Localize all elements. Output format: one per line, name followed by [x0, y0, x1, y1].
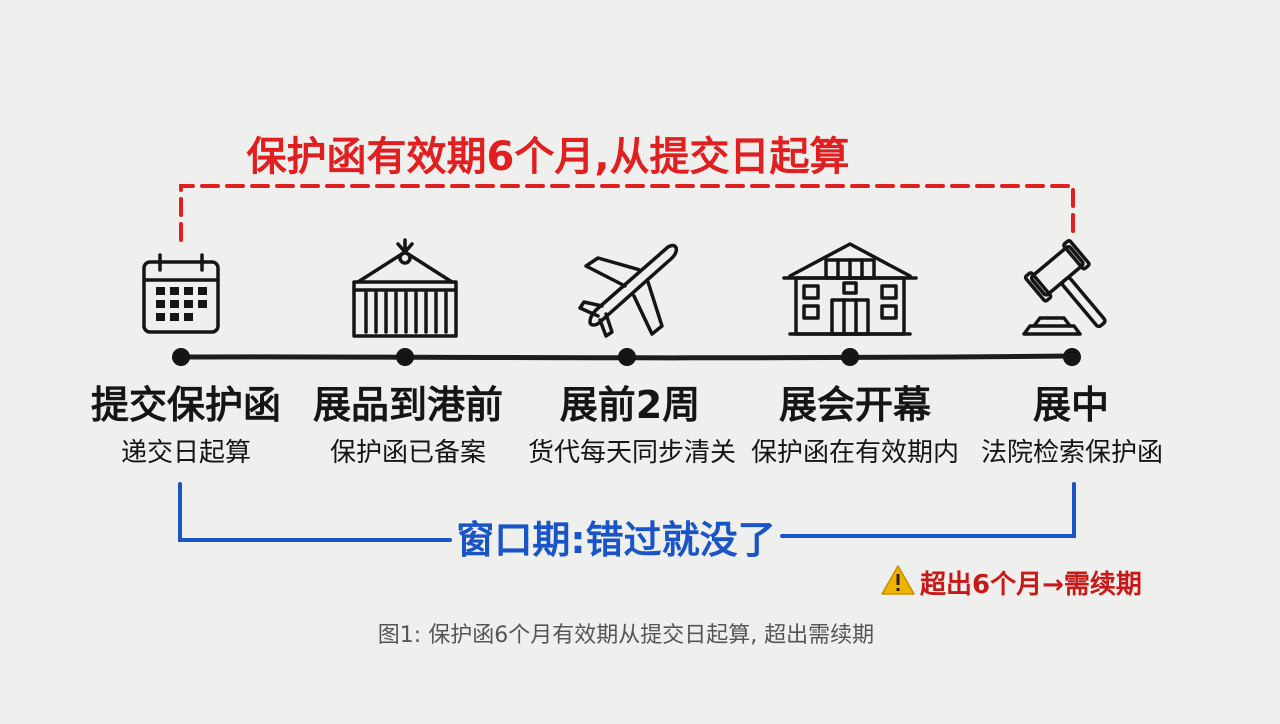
validity-dashed-line [179, 184, 1075, 242]
exhibition-hall-icon [782, 242, 918, 336]
window-line-right [780, 482, 1076, 538]
timeline-dot [618, 348, 636, 366]
renewal-warning: 超出6个月→需续期 [881, 565, 1142, 600]
timeline-line [178, 353, 1075, 361]
window-note: 窗口期:错过就没了 [456, 518, 775, 562]
step-title: 展前2周 [560, 383, 700, 427]
timeline-dot [396, 348, 414, 366]
warning-text: 超出6个月→需续期 [920, 569, 1142, 600]
timeline-dot [841, 348, 859, 366]
validity-bracket: 保护函有效期6个月,从提交日起算 [179, 128, 1075, 242]
step-subtitle: 保护函在有效期内 [751, 438, 959, 468]
step-title: 展品到港前 [313, 383, 503, 427]
shipping-container-icon [352, 238, 458, 338]
airplane-icon [578, 243, 679, 338]
timeline-axis [172, 348, 1081, 366]
timeline-dot [172, 348, 190, 366]
timeline-dot [1063, 348, 1081, 366]
figure-caption: 图1: 保护函6个月有效期从提交日起算, 超出需续期 [378, 623, 874, 648]
window-line-left [178, 482, 452, 542]
step-subtitle: 保护函已备案 [330, 438, 486, 468]
step-title: 展会开幕 [779, 383, 932, 427]
gavel-icon [1022, 238, 1107, 336]
step-subtitle: 递交日起算 [121, 438, 251, 468]
step-subtitle: 货代每天同步清关 [528, 438, 736, 468]
validity-label-bg [296, 128, 796, 180]
window-bracket: 窗口期:错过就没了 [178, 482, 1076, 562]
step-title: 提交保护函 [91, 383, 281, 427]
step-subtitle: 法院检索保护函 [981, 438, 1163, 468]
validity-note: 保护函有效期6个月,从提交日起算 [246, 134, 849, 180]
calendar-icon [142, 253, 220, 334]
step-title: 展中 [1033, 383, 1109, 427]
warning-icon [881, 565, 915, 595]
